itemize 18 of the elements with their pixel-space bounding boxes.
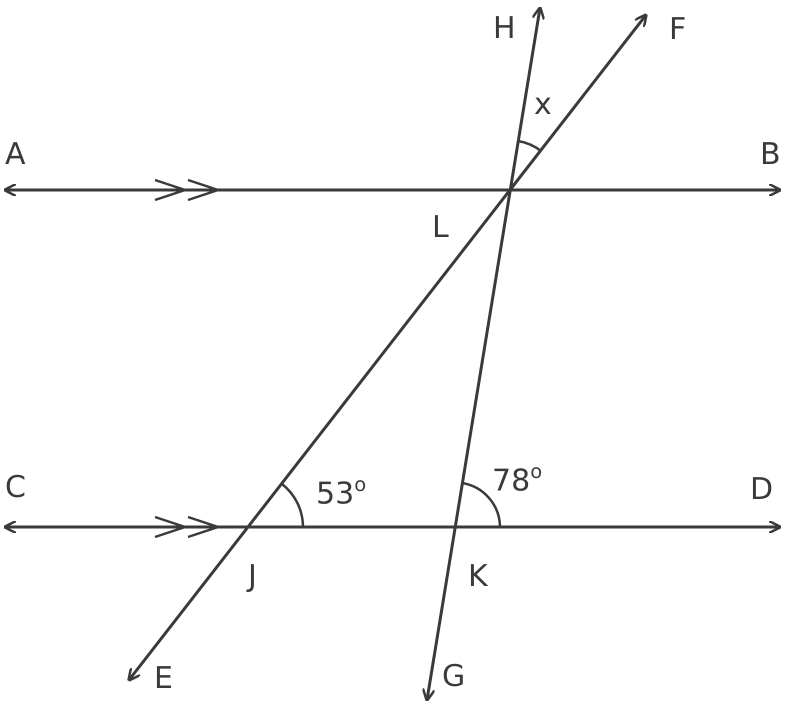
- point-label: E: [154, 664, 173, 694]
- point-label: L: [432, 213, 449, 243]
- point-label: G: [442, 662, 466, 692]
- line-arrow: [2, 182, 782, 198]
- point-label: H: [493, 14, 516, 44]
- point-label: K: [468, 562, 488, 592]
- line-arrow: [127, 12, 648, 682]
- point-label: C: [5, 473, 26, 503]
- line-arrow: [2, 520, 782, 534]
- point-label: B: [760, 140, 781, 170]
- angle-label: x: [534, 90, 552, 120]
- angle-label: 53$^{o}$: [316, 475, 366, 510]
- point-label: F: [669, 15, 686, 45]
- line-arrow: [422, 6, 546, 702]
- point-label: D: [750, 475, 774, 505]
- point-label: J: [248, 562, 257, 592]
- point-label: A: [5, 140, 26, 170]
- angle-label: 78$^{o}$: [492, 462, 542, 497]
